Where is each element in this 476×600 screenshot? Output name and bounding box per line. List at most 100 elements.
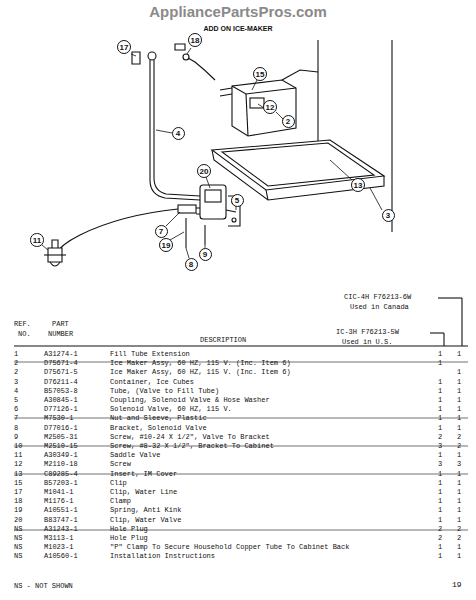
quantity: 1	[457, 506, 461, 515]
quantity: 2	[457, 433, 461, 442]
quantity: 1	[457, 488, 461, 497]
diagram-title: ADD ON ICE-MAKER	[203, 24, 272, 33]
part-description: Ice Maker Assy, 60 HZ, 115 V. (Inc. Item…	[110, 368, 360, 377]
quantity: 2	[438, 433, 442, 442]
ref-number: 9	[14, 433, 18, 442]
callout-number: 19	[162, 241, 171, 250]
quantity: 1	[457, 497, 461, 506]
quantity: 2	[438, 534, 442, 543]
callout-number: 5	[235, 196, 239, 205]
quantity: 2	[438, 525, 442, 534]
part-number: M2510-15	[44, 442, 78, 451]
part-number: D77126-1	[44, 405, 78, 414]
callout-circle: 18	[188, 33, 202, 47]
quantity: 1	[457, 552, 461, 561]
part-number: M1176-1	[44, 497, 73, 506]
part-description: Insert, IM Cover	[110, 470, 360, 479]
quantity: 1	[438, 516, 442, 525]
callout-circle: 8	[185, 258, 198, 271]
quantity: 1	[438, 359, 442, 368]
callout-circle: 17	[117, 40, 131, 54]
ref-number: 6	[14, 405, 18, 414]
callout-number: 4	[176, 129, 180, 138]
part-description: Nut and Sleeve, Plastic	[110, 414, 360, 423]
ref-number: NS	[14, 534, 22, 543]
ref-number: 19	[14, 506, 22, 515]
callout-number: 3	[386, 211, 390, 220]
ref-number: 1	[14, 350, 18, 359]
callout-circle: 15	[253, 67, 267, 81]
callout-number: 13	[354, 181, 363, 190]
callout-number: 17	[120, 43, 129, 52]
table-header: PART	[52, 320, 69, 329]
ref-number: 8	[14, 424, 18, 433]
ref-number: NS	[14, 543, 22, 552]
quantity: 1	[457, 479, 461, 488]
quantity: 1	[438, 378, 442, 387]
quantity: 1	[457, 378, 461, 387]
quantity: 1	[457, 470, 461, 479]
quantity: 3	[438, 442, 442, 451]
footnote: NS - NOT SHOWN	[14, 582, 73, 591]
part-description: Hole Plug	[110, 525, 360, 534]
quantity: 1	[438, 552, 442, 561]
part-description: Clamp	[110, 497, 360, 506]
ref-number: 13	[14, 470, 22, 479]
quantity: 2	[457, 525, 461, 534]
ref-number: 12	[14, 460, 22, 469]
part-number: A10551-1	[44, 506, 78, 515]
callout-circle: 19	[159, 238, 173, 252]
part-description: Screw	[110, 460, 360, 469]
ref-number: 15	[14, 479, 22, 488]
part-description: Clip, Water Valve	[110, 516, 360, 525]
part-description: Container, Ice Cubes	[110, 378, 360, 387]
part-description: Hole Plug	[110, 534, 360, 543]
part-description: Ice Maker Assy, 60 HZ, 115 V. (Inc. Item…	[110, 359, 360, 368]
callout-number: 9	[203, 250, 207, 259]
part-number: B83747-1	[44, 516, 78, 525]
column-header: IC-3H F76213-5W	[336, 328, 399, 337]
part-number: M3113-1	[44, 534, 73, 543]
part-description: Screw, #10-24 X 1/2", Valve To Bracket	[110, 433, 360, 442]
quantity: 1	[438, 479, 442, 488]
callout-circle: 11	[30, 233, 43, 246]
column-header: CIC-4H F76213-6W	[344, 293, 411, 302]
part-number: A30845-1	[44, 396, 78, 405]
callout-number: 18	[191, 36, 200, 45]
page-number: 19	[452, 580, 462, 589]
callout-circle: 4	[172, 127, 185, 140]
ref-number: 2	[14, 368, 18, 377]
part-number: D75671-4	[44, 359, 78, 368]
callout-number: 8	[189, 260, 193, 269]
part-description: Clip, Water Line	[110, 488, 360, 497]
part-number: D75671-5	[44, 368, 78, 377]
ref-number: 4	[14, 387, 18, 396]
quantity: 1	[457, 414, 461, 423]
quantity: 1	[438, 451, 442, 460]
quantity: 1	[457, 350, 461, 359]
quantity: 1	[438, 387, 442, 396]
callout-circle: 2	[282, 115, 295, 128]
callout-circle: 7	[155, 225, 168, 238]
part-number: M2505-31	[44, 433, 78, 442]
callout-circle: 5	[231, 194, 244, 207]
part-number: M2110-18	[44, 460, 78, 469]
callout-circle: 12	[263, 100, 277, 114]
quantity: 1	[438, 396, 442, 405]
part-number: D77016-1	[44, 424, 78, 433]
quantity: 1	[438, 470, 442, 479]
callout-number: 15	[256, 70, 265, 79]
part-number: C89285-4	[44, 470, 78, 479]
quantity: 1	[457, 516, 461, 525]
quantity: 1	[457, 387, 461, 396]
quantity: 1	[457, 368, 461, 377]
quantity: 3	[438, 460, 442, 469]
quantity: 3	[457, 460, 461, 469]
quantity: 1	[438, 543, 442, 552]
part-description: Solenoid Valve, 60 HZ, 115 V.	[110, 405, 360, 414]
part-description: "P" Clamp To Secure Household Copper Tub…	[110, 543, 360, 552]
quantity: 1	[457, 405, 461, 414]
ref-number: 2	[14, 359, 18, 368]
quantity: 2	[457, 442, 461, 451]
column-header: Used in U.S.	[342, 338, 392, 347]
